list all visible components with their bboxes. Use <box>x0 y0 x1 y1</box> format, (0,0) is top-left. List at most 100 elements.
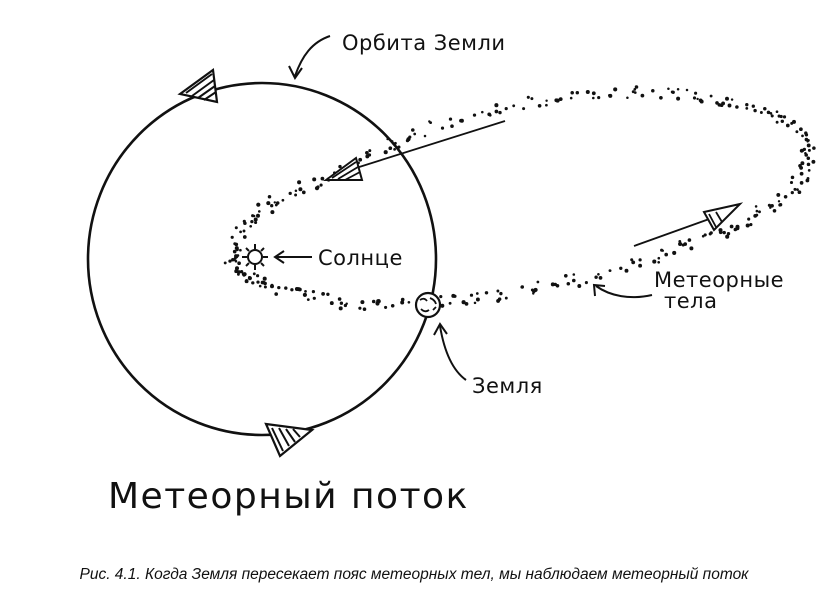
meteoroid-dot <box>298 287 302 292</box>
meteoroid-dot <box>545 103 548 107</box>
meteoroid-dot <box>270 284 274 289</box>
meteoroid-dot <box>311 289 316 294</box>
meteoroid-dot <box>223 261 227 265</box>
meteoroid-dot <box>555 284 560 288</box>
meteoroid-dot <box>386 137 389 141</box>
meteoroid-dot <box>751 104 755 108</box>
meteoroid-dot <box>252 214 256 218</box>
meteoroid-dot <box>770 114 774 118</box>
meteoroid-dot <box>703 233 707 237</box>
meteoroid-dot <box>672 250 677 255</box>
meteoroid-dot <box>585 89 590 95</box>
meteoroid-dot <box>800 148 805 153</box>
meteoroid-dot <box>494 103 499 108</box>
meteoroid-dot <box>780 119 785 124</box>
diagram-title: Метеорный поток <box>108 476 469 517</box>
meteoroid-dot <box>806 143 811 148</box>
meteoroid-dot <box>598 276 603 280</box>
meteoroid-dot <box>360 300 365 305</box>
meteoroid-dot <box>499 291 503 296</box>
meteoroid-dot <box>687 238 692 242</box>
orbit-arrow-bottom <box>264 422 315 458</box>
orbit-arrow-top <box>177 68 219 104</box>
meteoroid-dot <box>390 304 395 308</box>
meteoroid-dot <box>362 307 367 311</box>
meteoroid-dot <box>302 292 307 297</box>
meteoroid-arrow-left <box>322 120 506 181</box>
meteoroid-dot <box>429 121 433 125</box>
meteoroid-dot <box>343 303 348 308</box>
meteoroid-dot <box>234 266 240 271</box>
meteoroid-dot <box>234 259 238 263</box>
meteoroid-dot <box>257 210 261 213</box>
meteoroid-dot <box>799 166 803 170</box>
meteoroid-dot <box>288 191 292 196</box>
meteoroid-dot <box>453 294 457 298</box>
meteoroid-dot <box>231 258 235 262</box>
meteoroid-dot <box>558 97 563 101</box>
meteoroid-dot <box>411 128 415 132</box>
meteoroid-dot <box>388 146 393 151</box>
meteoroid-dot <box>676 87 680 91</box>
meteoroid-dot <box>448 117 453 121</box>
meteoroid-dot <box>496 289 500 293</box>
label-meteoroids-line1: Метеорные <box>654 268 784 292</box>
meteoroid-dot <box>270 204 274 208</box>
meteoroid-dot <box>239 270 244 274</box>
meteoroid-dot <box>512 104 516 108</box>
meteoroid-dot <box>301 190 306 195</box>
meteoroid-dot <box>256 274 260 278</box>
meteoroid-dot <box>550 282 555 287</box>
meteoroid-dot <box>504 107 508 111</box>
meteoroid-dot <box>338 306 343 311</box>
meteoroid-dot <box>745 107 749 110</box>
meteoroid-dot <box>709 231 713 235</box>
meteoroid-dot <box>709 94 713 98</box>
meteoroid-dot <box>804 133 809 137</box>
meteoroid-dot <box>473 301 477 305</box>
meteoroid-dot <box>262 276 267 281</box>
meteoroid-dot <box>464 302 469 306</box>
meteoroid-dot <box>270 210 275 215</box>
meteoroid-dot <box>555 98 560 103</box>
meteoroid-dot <box>237 261 241 266</box>
meteoroid-dot <box>594 275 598 279</box>
meteoroid-dot <box>726 232 731 236</box>
earth-orbit-circle <box>86 81 438 437</box>
meteoroid-dot <box>319 183 323 187</box>
meteoroid-dot <box>469 293 474 297</box>
meteoroid-dot <box>566 281 571 286</box>
meteoroid-dot <box>498 110 502 115</box>
meteoroid-dot <box>776 192 781 197</box>
meteoroid-dot <box>274 292 279 296</box>
meteoroid-dot <box>678 241 683 247</box>
meteoroid-dot <box>530 288 534 292</box>
meteoroid-dot <box>397 145 401 149</box>
meteoroid-dot <box>368 149 372 153</box>
meteoroid-dot <box>236 270 241 274</box>
meteoroid-dot <box>806 156 811 160</box>
meteoroid-dot <box>273 201 277 204</box>
sun-icon <box>242 244 268 270</box>
meteoroid-dot <box>488 113 492 117</box>
meteoroid-dot <box>275 201 280 205</box>
meteoroid-dot <box>375 301 380 306</box>
pointer-earth <box>433 322 467 381</box>
meteoroid-dot <box>241 272 246 276</box>
meteoroid-dot <box>297 180 302 185</box>
meteoroid-dot <box>733 227 738 232</box>
meteoroid-dot <box>729 224 734 229</box>
meteoroid-dot <box>718 230 723 235</box>
meteoroid-dot <box>294 193 298 197</box>
meteoroid-dot <box>775 120 779 124</box>
meteoroid-dot <box>795 130 799 134</box>
meteoroid-dot <box>475 292 479 295</box>
meteoroid-dot <box>233 242 237 246</box>
meteoroid-dot <box>400 300 405 305</box>
meteoroid-dot <box>413 132 417 136</box>
meteoroid-dot <box>312 177 317 182</box>
meteoroid-dot <box>267 195 272 199</box>
meteoroid-dot <box>799 181 804 185</box>
meteoroid-dot <box>758 210 761 214</box>
